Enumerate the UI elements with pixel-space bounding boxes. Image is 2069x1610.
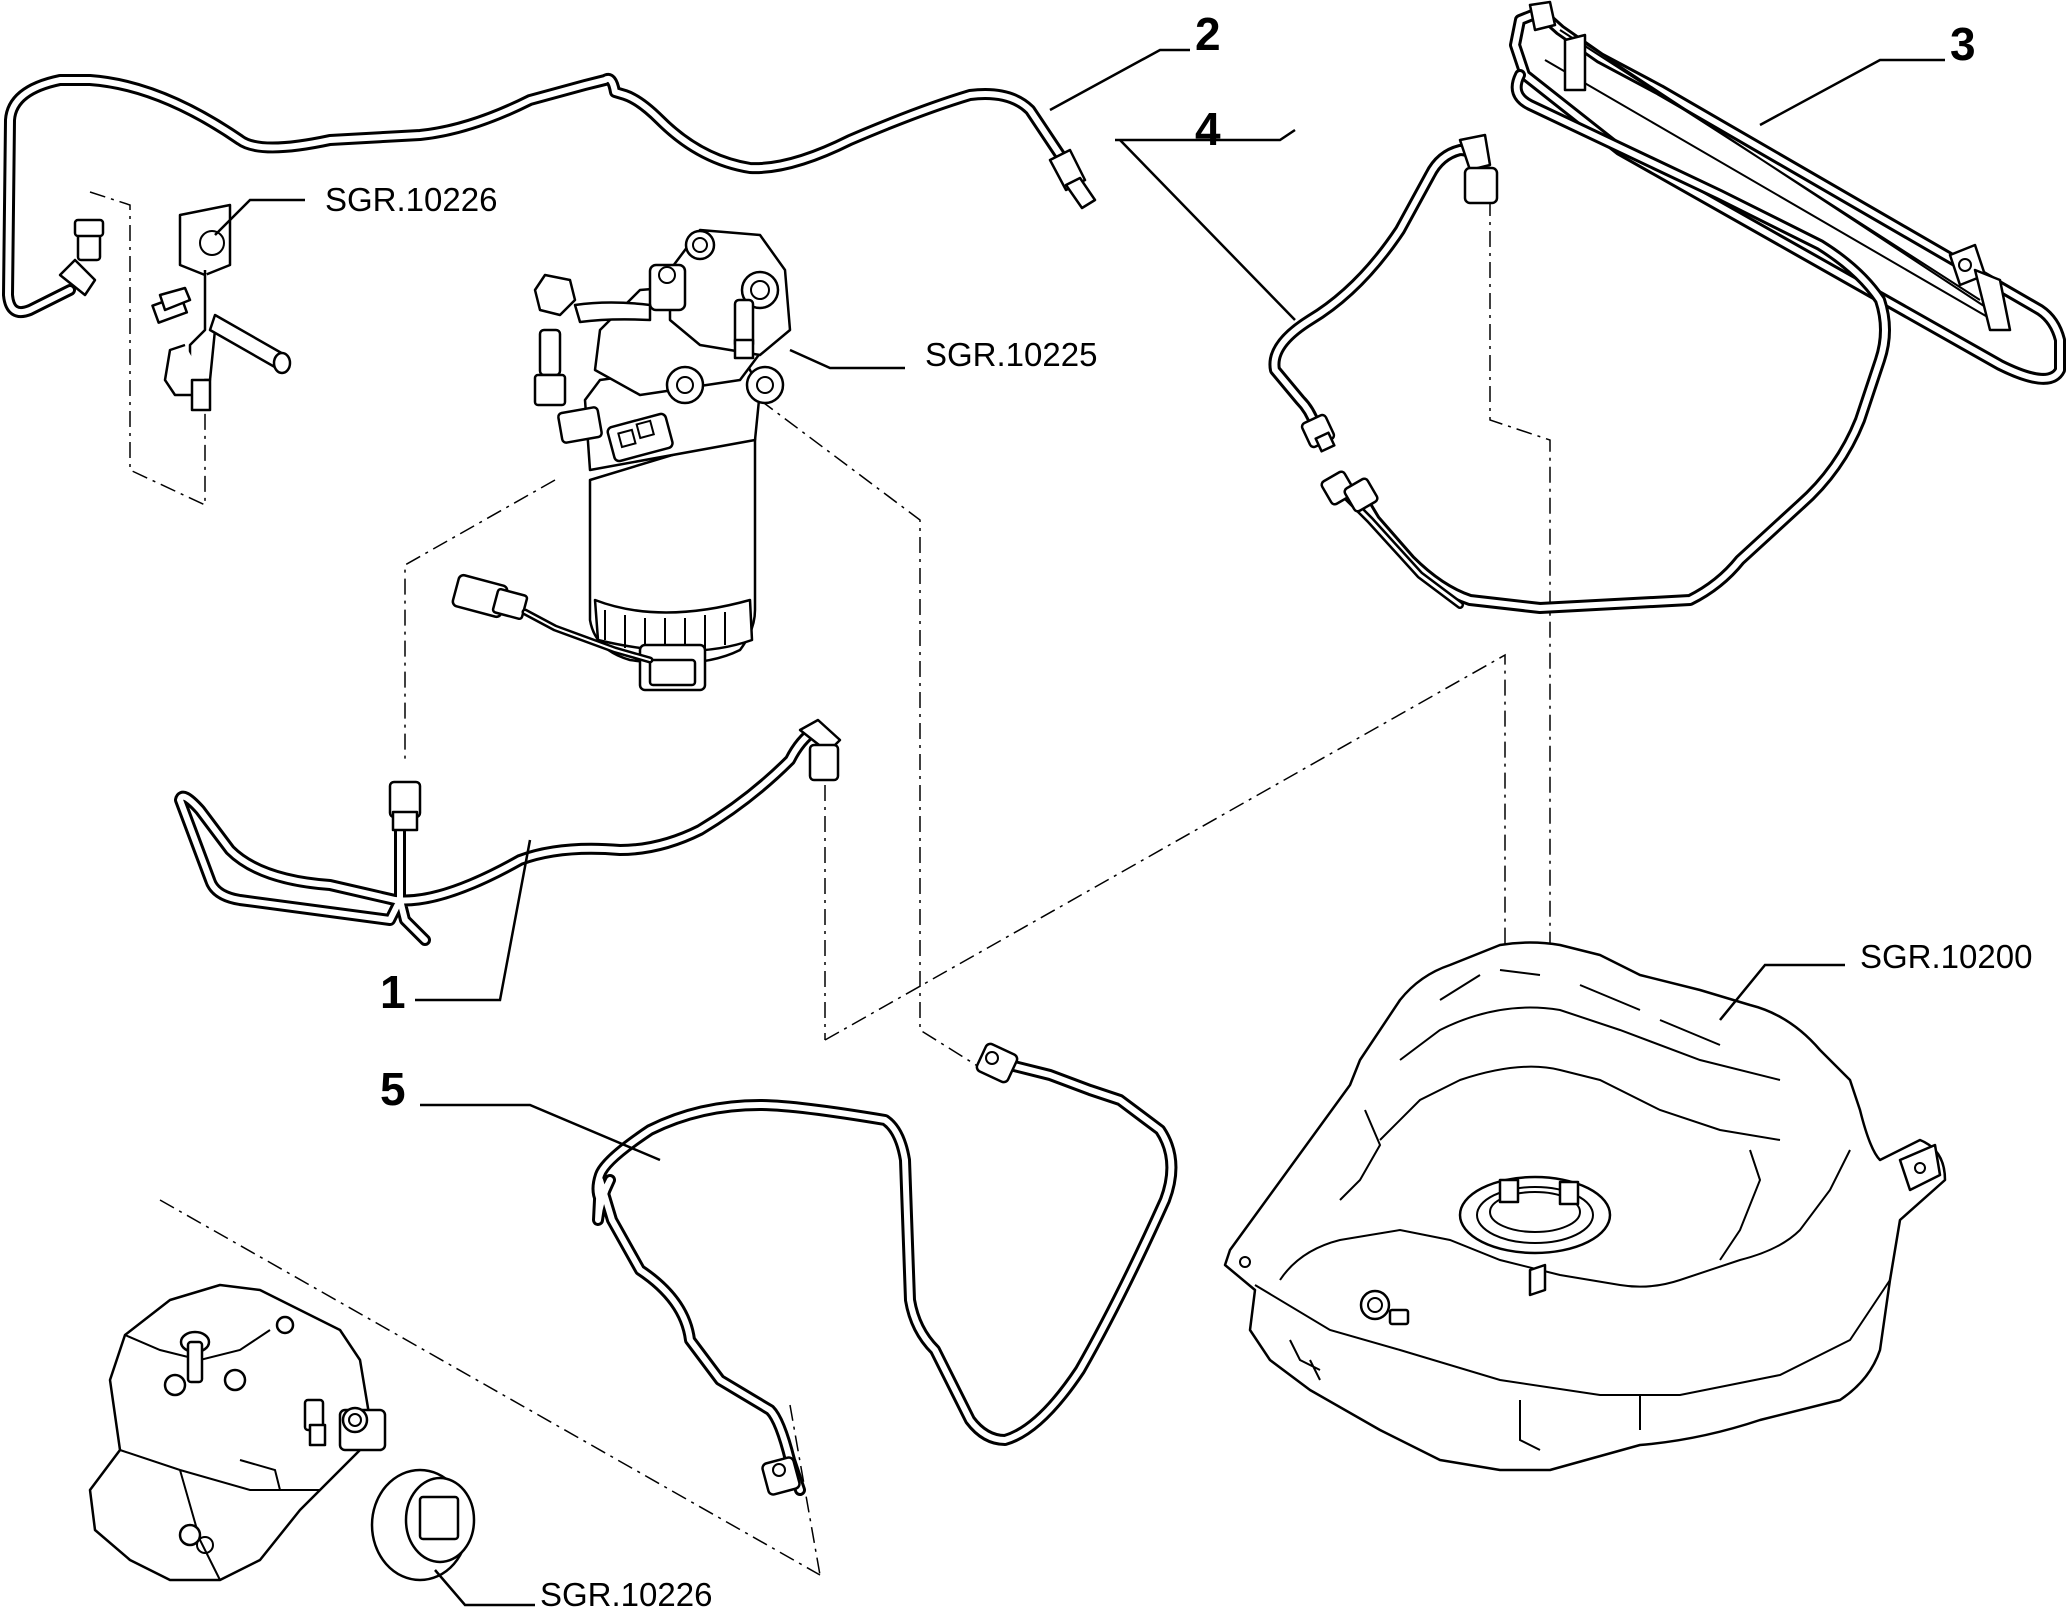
callout-1: 1 — [380, 966, 406, 1018]
pipe-2[interactable] — [2, 72, 1097, 319]
ref-label-pump: SGR.10226 — [540, 1576, 712, 1610]
ref-label-valve: SGR.10226 — [325, 181, 497, 218]
pipe-3[interactable] — [1320, 0, 2066, 614]
pipe-1[interactable] — [174, 718, 842, 946]
callout-4: 4 — [1195, 103, 1221, 155]
pressure-valve — [151, 203, 292, 412]
leader-lines — [214, 48, 1945, 1607]
ref-label-tank: SGR.10200 — [1860, 938, 2032, 975]
callout-5: 5 — [380, 1063, 406, 1115]
pipe-5[interactable] — [591, 1042, 1178, 1496]
fuel-tank — [1223, 941, 1947, 1472]
callout-2: 2 — [1195, 8, 1221, 60]
ref-label-filter: SGR.10225 — [925, 336, 1097, 373]
injection-pump — [88, 1283, 476, 1582]
pipe-4[interactable] — [1268, 133, 1499, 453]
sensor-connector — [451, 573, 654, 664]
fuel-filter — [533, 228, 792, 692]
labels: 1 2 3 4 5 SGR.10226 SGR.10225 SGR.10200 … — [325, 8, 2032, 1610]
callout-3: 3 — [1950, 18, 1976, 70]
